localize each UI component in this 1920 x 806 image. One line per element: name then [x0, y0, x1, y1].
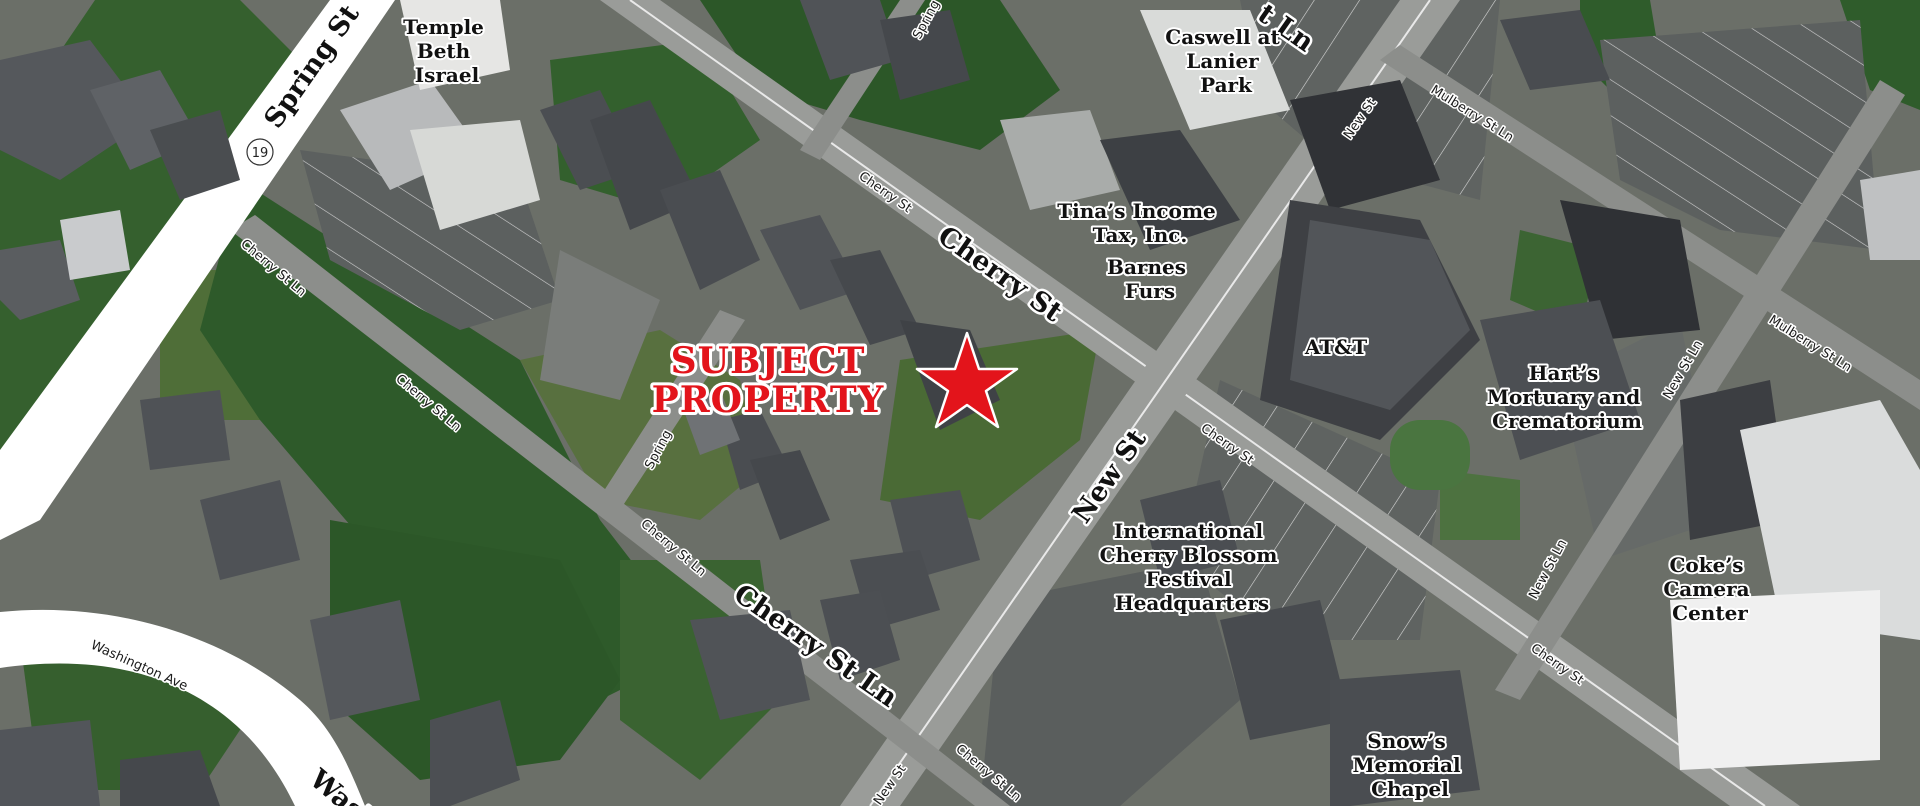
place-label-cokes-camera-center: Coke’s Camera Center: [1663, 553, 1756, 625]
place-label-att: AT&T: [1304, 335, 1367, 359]
place-label-temple-beth-israel: Temple Beth Israel: [403, 15, 491, 87]
star-icon[interactable]: [915, 331, 1019, 429]
route-shield-number: 19: [252, 146, 269, 161]
place-label-barnes-furs: Barnes Furs: [1107, 255, 1193, 303]
place-labels: Temple Beth Israel Caswell at Lanier Par…: [401, 13, 1756, 803]
place-label-international-cherry-blossom: International Cherry Blossom Festival He…: [1100, 519, 1285, 615]
subject-property-label-line2: PROPERTY: [652, 379, 885, 421]
route-shield: 19: [246, 138, 274, 166]
subject-property-marker[interactable]: SUBJECT PROPERTY: [649, 331, 1019, 429]
place-label-snows-memorial-chapel: Snow’s Memorial Chapel: [1352, 729, 1467, 801]
subject-property-label-line1: SUBJECT: [671, 340, 866, 382]
place-label-caswell-at-lanier-park: Caswell at Lanier Park: [1165, 25, 1286, 97]
place-label-tinas-income-tax: Tina’s Income Tax, Inc.: [1057, 199, 1222, 247]
place-label-harts-mortuary: Hart’s Mortuary and Crematorium: [1487, 361, 1647, 433]
